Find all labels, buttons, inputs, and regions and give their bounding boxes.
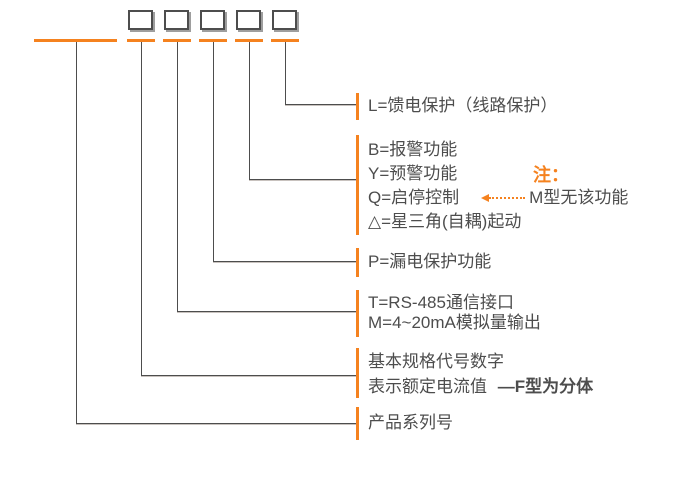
code-underline-3	[199, 39, 227, 42]
connector-horizontal-feeder	[285, 104, 356, 105]
arrow-left-head-icon	[481, 194, 490, 202]
code-underline-4	[235, 39, 263, 42]
connector-vertical-comm	[177, 42, 178, 312]
connector-vertical-function-group	[249, 42, 250, 180]
label-comm-outputs: T=RS-485通信接口 M=4~20mA模拟量输出	[368, 293, 541, 333]
model-code-box-1	[128, 10, 153, 30]
connector-horizontal-comm	[177, 311, 356, 312]
tick-leakage	[356, 248, 359, 277]
label-alarm: B=报警功能	[368, 140, 458, 159]
label-function-group: B=报警功能 Y=预警功能 Q=启停控制 M型无该功能 △=星三角(自耦)起动	[368, 138, 628, 234]
label-start-stop-row: Q=启停控制 M型无该功能	[368, 186, 628, 210]
connector-vertical-feeder	[285, 42, 286, 105]
label-feeder-protection: L=馈电保护（线路保护）	[368, 96, 558, 115]
label-prewarn: Y=预警功能	[368, 164, 458, 183]
label-spec-line1: 基本规格代号数字	[368, 352, 504, 371]
label-spec-code: 基本规格代号数字 表示额定电流值 —F型为分体	[368, 349, 593, 399]
connector-vertical-spec	[141, 42, 142, 376]
note-arrow-icon	[481, 194, 526, 202]
connector-horizontal-series	[76, 423, 356, 424]
tick-feeder	[356, 93, 359, 120]
connector-vertical-leakage	[213, 42, 214, 262]
tick-spec	[356, 348, 359, 398]
model-code-box-4	[236, 10, 261, 30]
label-analog-output: M=4~20mA模拟量输出	[368, 313, 541, 332]
model-code-box-3	[200, 10, 225, 30]
connector-horizontal-function-group	[249, 179, 356, 180]
label-leakage-protection: P=漏电保护功能	[368, 252, 492, 271]
tick-function-group	[356, 135, 359, 235]
label-spec-line2: 表示额定电流值	[368, 377, 487, 396]
model-code-box-5	[272, 10, 297, 30]
label-star-delta: △=星三角(自耦)起动	[368, 212, 522, 231]
label-spec-line2-row: 表示额定电流值 —F型为分体	[368, 374, 593, 399]
label-f-type-note: —F型为分体	[497, 377, 594, 396]
tick-series	[356, 407, 359, 440]
tick-comm	[356, 290, 359, 337]
note-title: 注：	[533, 165, 569, 185]
connector-horizontal-spec	[141, 375, 356, 376]
code-underline-1	[127, 39, 155, 42]
series-underline	[34, 39, 117, 42]
label-rs485: T=RS-485通信接口	[368, 293, 514, 312]
label-product-series: 产品系列号	[368, 413, 453, 432]
code-underline-5	[271, 39, 299, 42]
label-start-stop: Q=启停控制	[368, 188, 460, 207]
model-code-box-2	[164, 10, 189, 30]
note-text: M型无该功能	[529, 188, 629, 207]
connector-horizontal-leakage	[213, 261, 356, 262]
code-underline-2	[163, 39, 191, 42]
connector-vertical-series	[76, 42, 77, 424]
arrow-dotted-tail	[489, 197, 526, 199]
